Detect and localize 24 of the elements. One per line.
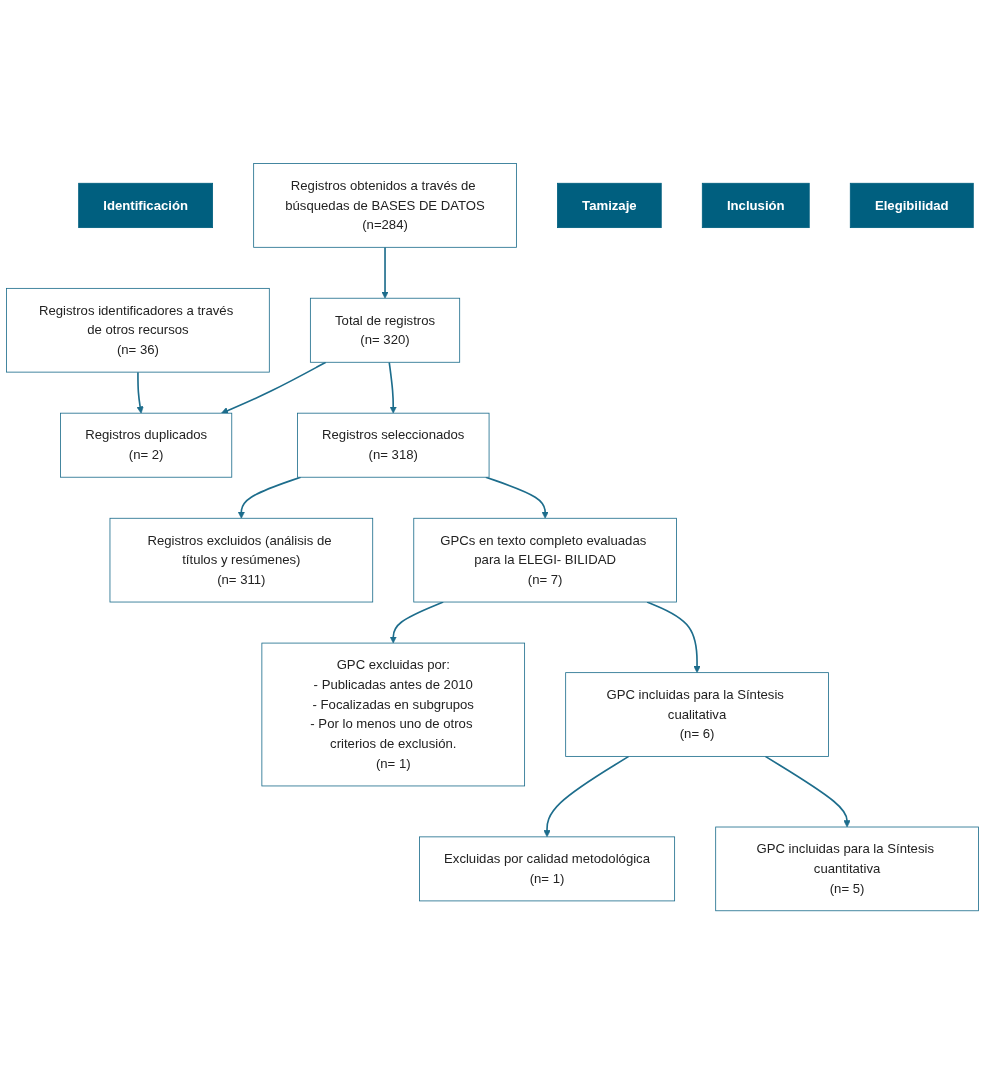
node-box: Registros duplicados (n= 2): [60, 412, 233, 478]
arrow: [388, 361, 397, 414]
node-box: Registros seleccionados (n= 318): [297, 412, 490, 478]
arrow: [381, 246, 389, 299]
node-box: Elegibilidad: [849, 182, 974, 228]
node-box: Registros excluidos (análisis de títulos y resúmenes) (n= 311): [109, 517, 374, 603]
node-box: GPCs en texto completo evaluadas para la ELEGI- BILIDAD (n= 7): [413, 517, 677, 603]
node-box: GPC excluidas por: - Publicadas antes de 2010 - Focalizadas en subgrupos - Por lo menos uno de otros criterios de exclusión. (n= 1): [261, 642, 525, 787]
arrow: [646, 601, 701, 673]
node-box: Excluidas por calidad metodológica (n= 1): [419, 836, 676, 902]
arrow: [543, 755, 630, 837]
node-box: GPC incluidas para la Síntesis cuantitativa (n= 5): [715, 826, 979, 911]
node-box: Tamizaje: [557, 182, 662, 228]
arrow: [485, 476, 549, 519]
arrow: [136, 371, 144, 414]
arrow: [221, 361, 327, 414]
node-box: Registros obtenidos a través de búsquedas de BASES DE DATOS (n=284): [253, 163, 517, 248]
node-box: Inclusión: [701, 182, 810, 228]
node-box: Identificación: [78, 182, 213, 228]
arrow: [389, 601, 445, 644]
node-box: GPC incluidas para la Síntesis cualitativa (n= 6): [565, 672, 829, 757]
arrow: [764, 755, 851, 828]
node-box: Total de registros (n= 320): [309, 297, 461, 363]
node-box: Registros identificadores a través de otros recursos (n= 36): [6, 287, 270, 373]
